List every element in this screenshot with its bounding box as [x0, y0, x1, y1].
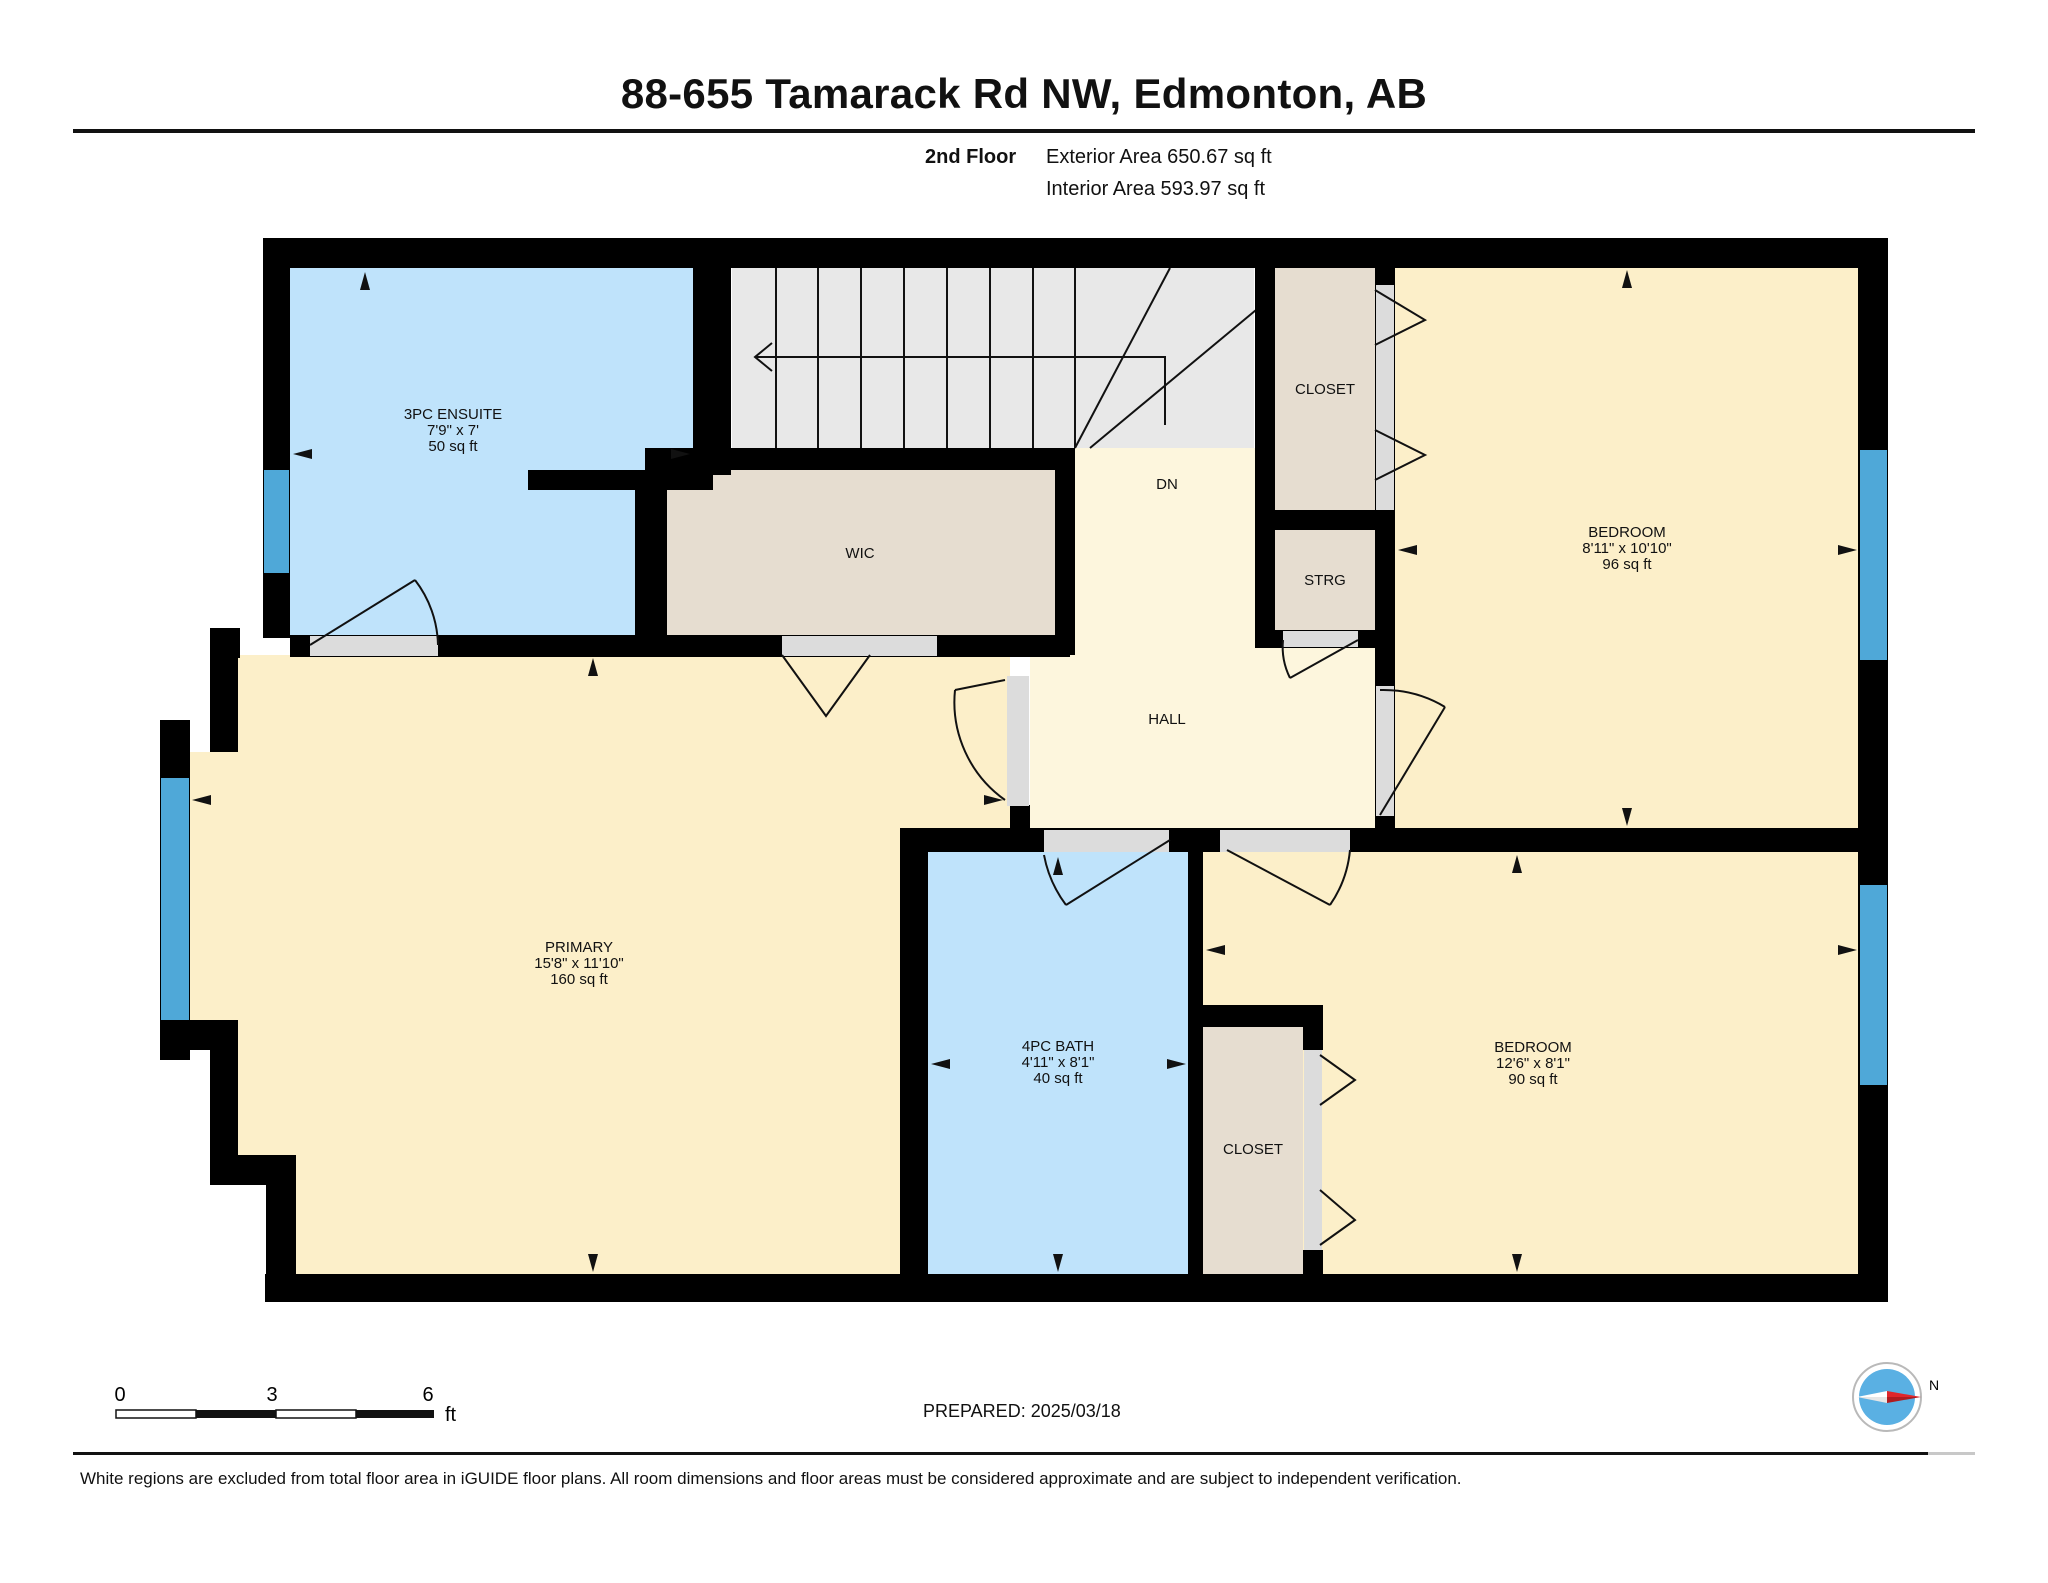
window-primary — [161, 778, 189, 1020]
dn-name: DN — [1156, 476, 1178, 493]
scale-bar: 0 3 6 ft — [114, 1384, 457, 1426]
floor-name: 2nd Floor — [925, 146, 1017, 168]
ensuite-name: 3PC ENSUITE — [404, 406, 502, 423]
primary-name: PRIMARY — [545, 939, 613, 956]
scale-tick-6: 6 — [422, 1384, 433, 1406]
closet-top-fill — [1275, 268, 1375, 510]
footer-divider-end — [1928, 1452, 1975, 1455]
bedroom-bottom-name: BEDROOM — [1494, 1039, 1572, 1056]
interior-area: Interior Area 593.97 sq ft — [1046, 178, 1266, 200]
door-openings — [310, 285, 1394, 1250]
prepared-date: PREPARED: 2025/03/18 — [923, 1401, 1121, 1421]
staircase — [753, 267, 1257, 449]
primary-area: 160 sq ft — [550, 971, 608, 988]
footer-divider — [73, 1452, 1928, 1455]
disclaimer-text: White regions are excluded from total fl… — [80, 1469, 1462, 1488]
compass-icon: N — [1852, 1362, 1939, 1432]
page-title: 88-655 Tamarack Rd NW, Edmonton, AB — [620, 70, 1428, 117]
bath-area: 40 sq ft — [1033, 1070, 1083, 1087]
scale-tick-0: 0 — [114, 1384, 125, 1406]
dimension-arrows — [192, 270, 1857, 1272]
compass-north-label: N — [1929, 1377, 1939, 1393]
wic-name: WIC — [845, 545, 874, 562]
scale-tick-3: 3 — [266, 1384, 277, 1406]
room-labels: 3PC ENSUITE 7'9" x 7' 50 sq ft WIC DN CL… — [404, 381, 1672, 1158]
bedroom-bottom-area: 90 sq ft — [1508, 1071, 1558, 1088]
bedroom-top-name: BEDROOM — [1588, 524, 1666, 541]
bedroom-top-fill — [1384, 268, 1860, 828]
bedroom-bottom-dims: 12'6" x 8'1" — [1496, 1055, 1570, 1072]
scale-unit: ft — [445, 1404, 457, 1426]
ensuite-area: 50 sq ft — [428, 438, 478, 455]
window-bedroom-bottom — [1860, 885, 1887, 1085]
window-bedroom-top — [1860, 450, 1887, 660]
bedroom-top-dims: 8'11" x 10'10" — [1582, 540, 1672, 557]
wic-fill — [667, 470, 1056, 637]
bedroom-top-area: 96 sq ft — [1602, 556, 1652, 573]
hall-fill — [1030, 448, 1375, 828]
room-fills — [188, 268, 1860, 1276]
door-swings — [309, 289, 1446, 1246]
primary-dims: 15'8" x 11'10" — [534, 955, 624, 972]
strg-fill — [1275, 530, 1375, 630]
strg-name: STRG — [1304, 572, 1346, 589]
window-ensuite — [264, 470, 289, 573]
bath-fill — [928, 852, 1188, 1276]
ensuite-fill — [290, 268, 693, 638]
hall-name: HALL — [1148, 711, 1186, 728]
exterior-area: Exterior Area 650.67 sq ft — [1046, 146, 1272, 168]
closet-top-name: CLOSET — [1295, 381, 1355, 398]
title-divider — [73, 129, 1975, 133]
bath-name: 4PC BATH — [1022, 1038, 1094, 1055]
primary-fill — [188, 655, 1010, 1276]
bath-dims: 4'11" x 8'1" — [1022, 1054, 1095, 1071]
windows — [161, 450, 1887, 1085]
closet-bottom-fill — [1203, 1024, 1303, 1276]
closet-bottom-name: CLOSET — [1223, 1141, 1283, 1158]
ensuite-dims: 7'9" x 7' — [427, 422, 479, 439]
